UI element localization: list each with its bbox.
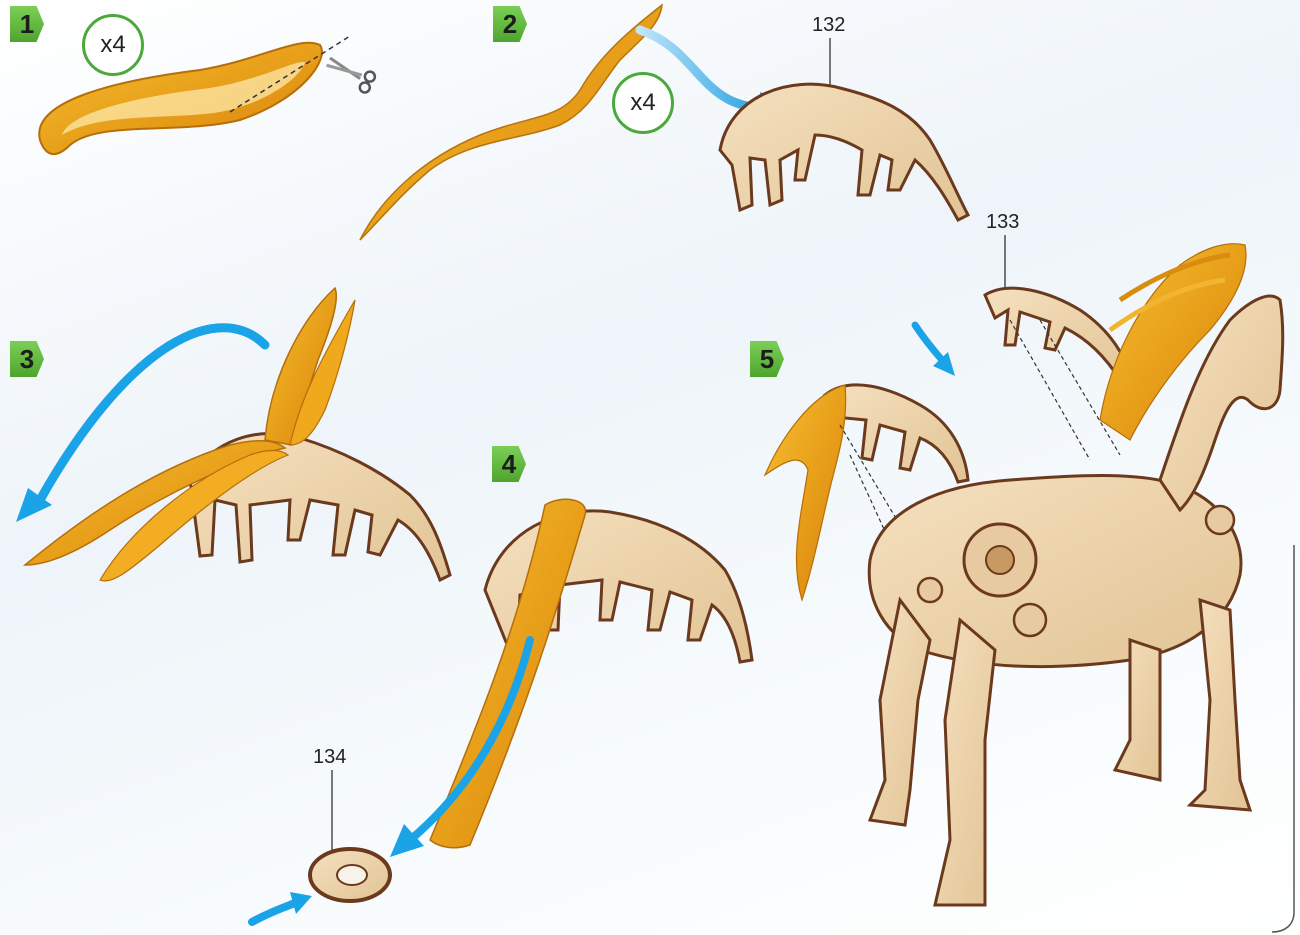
step2-quantity-circle: x4 <box>612 72 674 134</box>
part-133-label: 133 <box>986 211 1019 234</box>
page-frame-corner <box>1272 545 1294 932</box>
step4-wing-assembly <box>430 499 752 847</box>
step4-ring-arrow-head <box>290 892 312 914</box>
step4-ring-arrow <box>252 903 295 922</box>
part-134-label: 134 <box>313 746 346 769</box>
step5-attach-arrow <box>915 325 942 360</box>
part-134-ring <box>310 770 390 901</box>
step1-quantity-circle: x4 <box>82 14 144 76</box>
part-132-wing-frame <box>720 38 968 220</box>
part-132-label: 132 <box>812 14 845 37</box>
scissors-icon <box>323 53 377 94</box>
